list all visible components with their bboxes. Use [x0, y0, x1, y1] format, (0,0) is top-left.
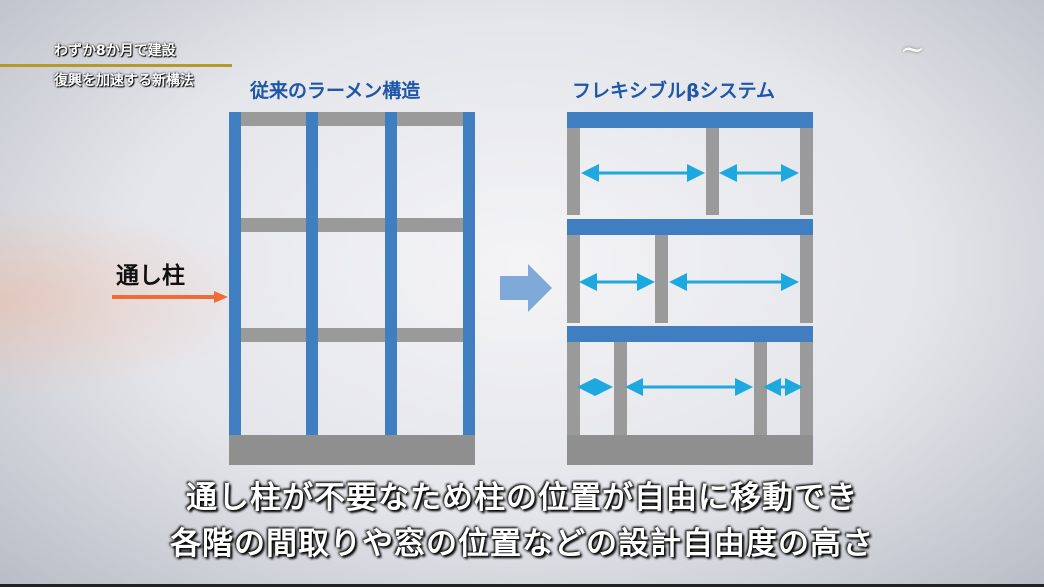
column	[567, 342, 580, 435]
column	[614, 342, 627, 435]
floor-slab	[567, 326, 813, 342]
column	[800, 342, 813, 435]
column	[567, 235, 580, 323]
beam	[318, 112, 385, 126]
column	[567, 128, 580, 215]
column	[800, 235, 813, 323]
header-line2: 復興を加速する新構法	[54, 73, 194, 89]
left-diagram-title: 従来のラーメン構造	[250, 80, 421, 102]
column	[754, 342, 767, 435]
through-column	[463, 112, 475, 435]
beam	[318, 328, 385, 342]
beam	[241, 328, 306, 342]
beam	[397, 218, 463, 232]
column	[706, 128, 719, 215]
subtitle-line2: 各階の間取りや窓の位置などの設計自由度の高さ	[170, 526, 874, 562]
span-arrows	[577, 164, 803, 396]
beam	[241, 218, 306, 232]
foundation	[229, 435, 475, 465]
subtitle-line1: 通し柱が不要なため柱の位置が自由に移動でき	[186, 480, 858, 516]
header-line1: わずか8か月で建設	[54, 43, 176, 59]
floor-slab	[567, 112, 813, 128]
header-divider	[0, 64, 232, 67]
beam	[397, 328, 463, 342]
through-column-label: 通し柱	[116, 263, 185, 289]
transition-arrow-icon	[500, 264, 552, 312]
through-column	[229, 112, 241, 435]
right-diagram-title: フレキシブルβシステム	[572, 80, 776, 102]
floor-slab	[567, 219, 813, 235]
label-arrow-icon	[112, 291, 228, 303]
through-column	[306, 112, 318, 435]
column	[800, 128, 813, 215]
through-column	[385, 112, 397, 435]
beam	[241, 112, 306, 126]
beam	[318, 218, 385, 232]
bottom-border	[0, 584, 1044, 587]
broadcaster-logo: ~	[900, 32, 926, 67]
foundation	[567, 435, 813, 465]
beam	[397, 112, 463, 126]
column	[655, 235, 668, 323]
